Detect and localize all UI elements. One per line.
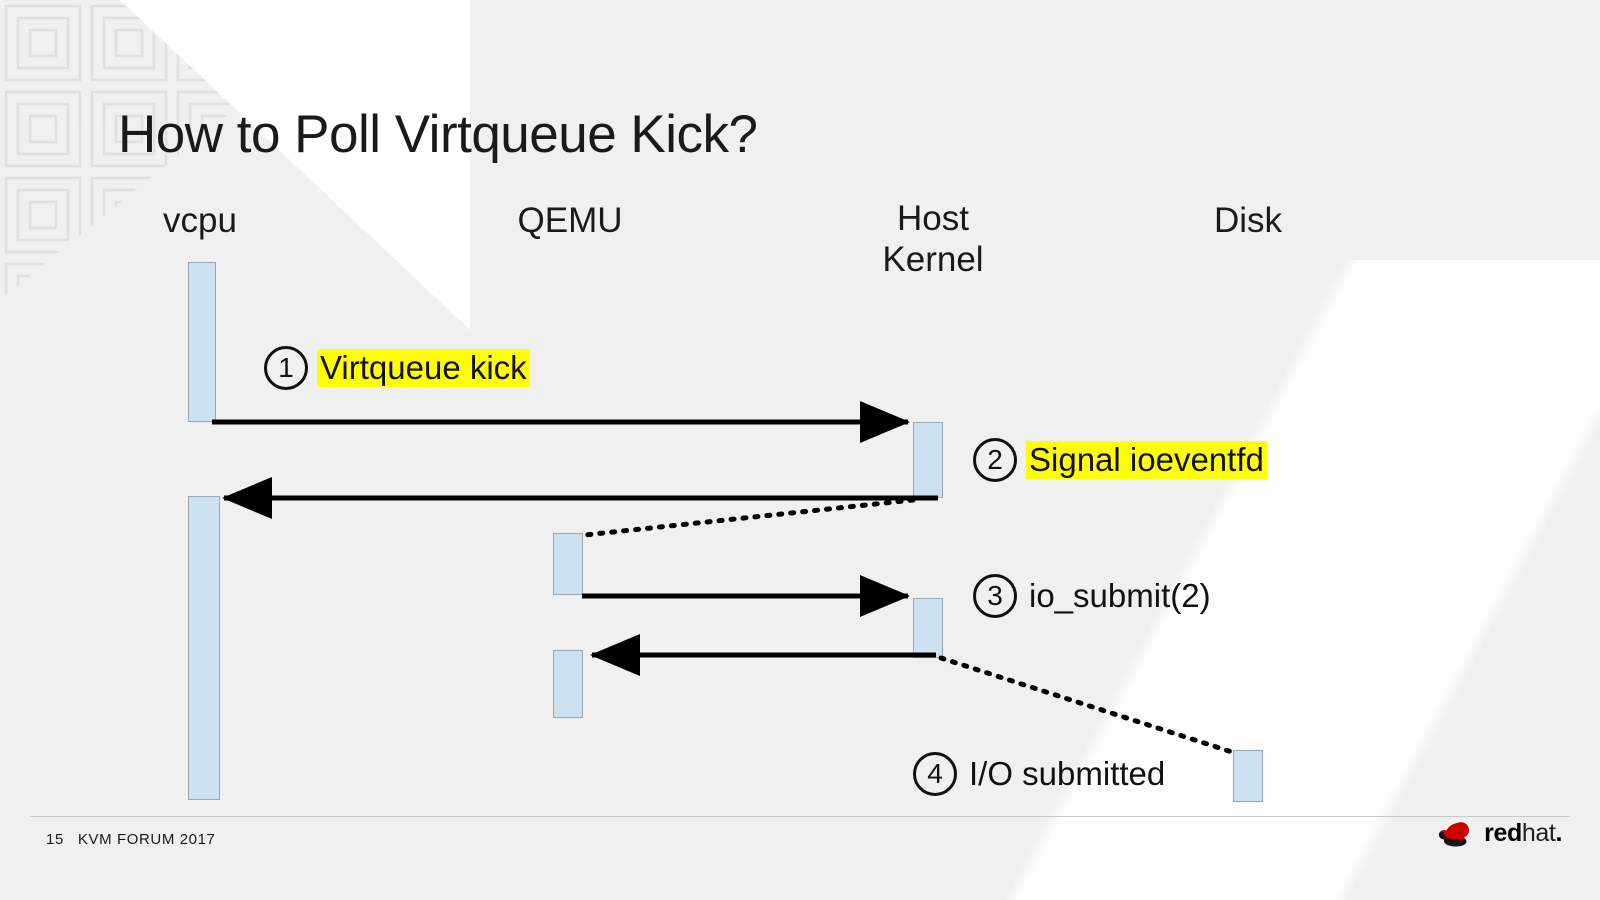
lifeline-header-disk: Disk	[1213, 201, 1283, 240]
step-label-4: I/O submitted	[969, 754, 1166, 792]
step-number-badge-4: 4	[913, 752, 957, 796]
step-number-badge-2: 2	[973, 438, 1017, 482]
redhat-wordmark-red: red	[1484, 818, 1522, 847]
redhat-wordmark-dot: .	[1555, 818, 1562, 847]
step-annotation-3: 3 io_submit(2)	[973, 574, 1214, 618]
activation-bar-qemu-1	[553, 533, 583, 595]
activation-bar-disk-1	[1233, 750, 1263, 802]
step-annotation-1: 1 Virtqueue kick	[264, 346, 530, 390]
redhat-wordmark: redhat.	[1484, 819, 1562, 848]
step-annotation-4: 4 I/O submitted	[913, 752, 1168, 796]
page-title: How to Poll Virtqueue Kick?	[118, 105, 758, 164]
activation-bar-vcpu-1	[188, 262, 216, 422]
step-number-badge-1: 1	[264, 346, 308, 390]
redhat-shadowman-icon	[1439, 822, 1470, 847]
redhat-wordmark-hat: hat	[1521, 818, 1556, 847]
conference-name: KVM FORUM 2017	[77, 831, 216, 848]
step-annotation-2: 2 Signal ioeventfd	[973, 438, 1267, 482]
lifeline-header-vcpu: vcpu	[163, 201, 237, 240]
step-label-3: io_submit(2)	[1029, 576, 1211, 614]
lifeline-header-qemu: QEMU	[517, 201, 623, 240]
step-label-2: Signal ioeventfd	[1026, 440, 1267, 480]
step-label-1: Virtqueue kick	[317, 348, 530, 388]
activation-bar-vcpu-2	[188, 496, 220, 800]
page-number: 15	[46, 831, 64, 848]
activation-bar-host-kernel-2	[913, 598, 943, 658]
lifeline-header-host-kernel: Host Kernel	[882, 199, 984, 280]
activation-bar-qemu-2	[553, 650, 583, 718]
activation-bar-host-kernel-1	[913, 422, 943, 498]
footer-divider	[30, 816, 1570, 817]
footer: 15 KVM FORUM 2017	[46, 831, 216, 848]
step-number-badge-3: 3	[973, 574, 1017, 618]
redhat-logo: redhat.	[1435, 818, 1562, 848]
